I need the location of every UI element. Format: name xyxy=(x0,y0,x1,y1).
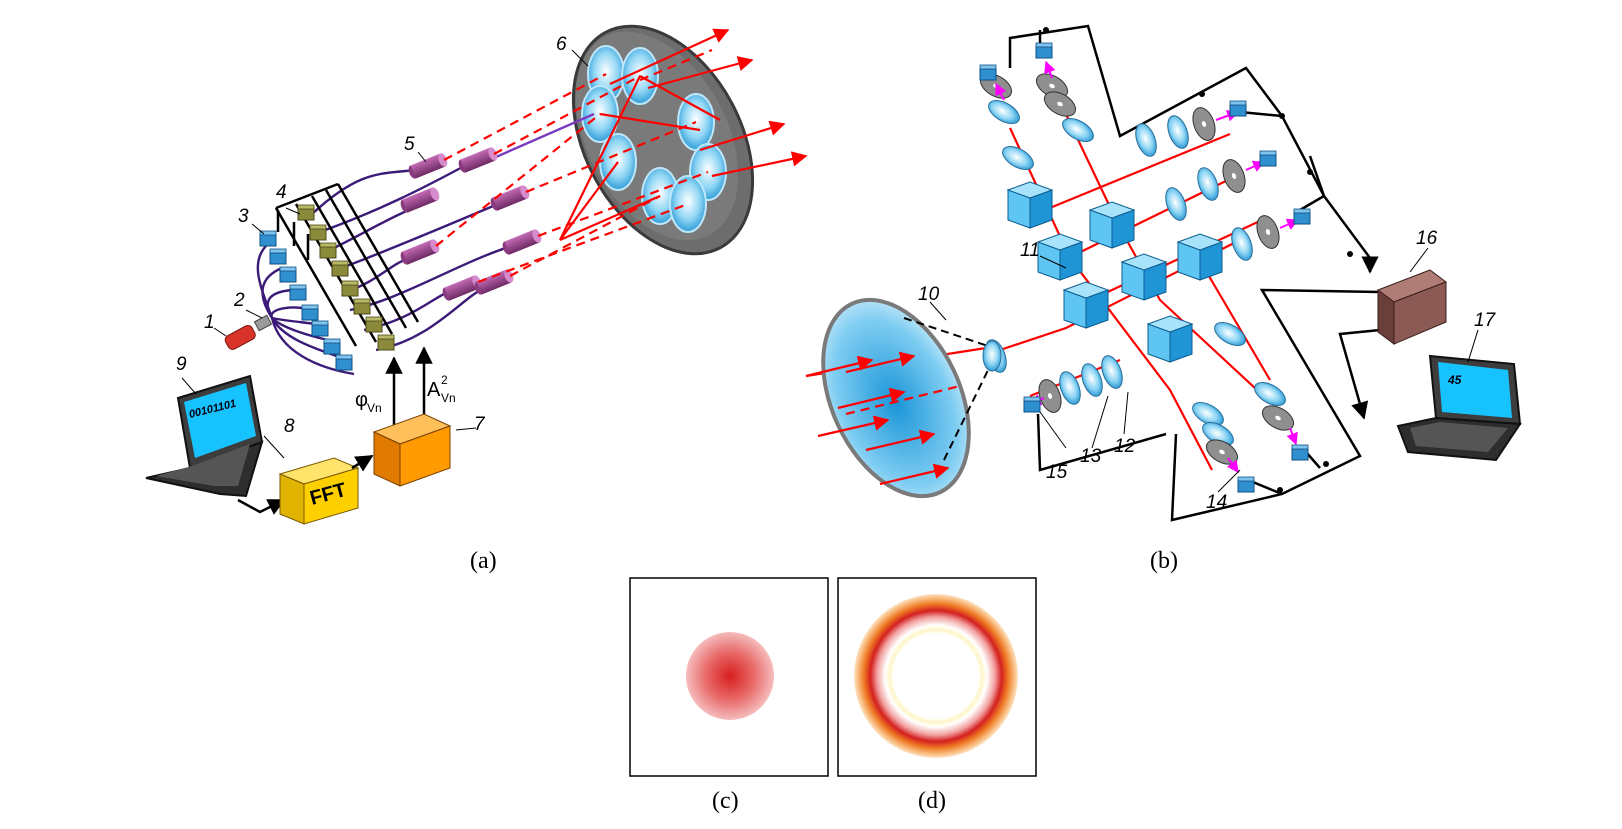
annular-beam xyxy=(854,594,1018,758)
caption-b: (b) xyxy=(1150,548,1178,574)
output-beams-a xyxy=(609,28,808,178)
laptop-17: 45 xyxy=(1396,354,1522,462)
label-14: 14 xyxy=(1206,492,1227,513)
label-3: 3 xyxy=(238,206,249,227)
beam-splitter-cubes-11 xyxy=(1007,181,1223,363)
label-7: 7 xyxy=(474,414,486,435)
amp-symbol: A xyxy=(427,379,441,401)
link-8-7 xyxy=(351,454,374,472)
receiving-lens-10 xyxy=(805,297,1002,499)
laser-source-1 xyxy=(224,314,273,350)
modulator-array xyxy=(259,182,420,371)
laptop-b-screen-text: 45 xyxy=(1447,373,1462,387)
collimators-5 xyxy=(398,146,544,302)
label-16: 16 xyxy=(1416,228,1438,249)
amplifier-block-7 xyxy=(372,413,452,487)
aperture-disc-6 xyxy=(571,24,755,256)
label-5: 5 xyxy=(404,134,415,155)
panel-c xyxy=(629,577,829,777)
caption-c: (c) xyxy=(712,788,739,814)
label-8: 8 xyxy=(284,416,295,437)
fft-block-8: FFT xyxy=(278,457,360,525)
label-2: 2 xyxy=(233,290,245,311)
label-1: 1 xyxy=(204,312,215,333)
amp-subscript: Vn xyxy=(441,391,456,405)
callouts-b: 10 11 12 13 14 15 16 17 xyxy=(918,228,1497,513)
link-9-8 xyxy=(237,498,286,515)
amp-superscript: 2 xyxy=(441,373,448,387)
phase-symbol: φ xyxy=(355,389,368,411)
label-10: 10 xyxy=(918,284,940,305)
phase-subscript: Vn xyxy=(367,401,382,415)
label-12: 12 xyxy=(1114,436,1136,457)
panel-a: 00101101 FFT φ Vn A 2 Vn xyxy=(145,24,808,525)
processor-16 xyxy=(1376,269,1448,345)
gaussian-spot xyxy=(686,632,774,720)
label-4: 4 xyxy=(276,182,287,203)
phase-modulators-3 xyxy=(259,230,353,371)
label-9: 9 xyxy=(176,354,187,375)
panel-b: 45 10 11 12 13 14 15 16 17 xyxy=(805,24,1522,522)
label-6: 6 xyxy=(556,34,567,55)
caption-a: (a) xyxy=(470,548,497,574)
callouts-a: 1 2 3 4 5 6 7 8 9 xyxy=(176,34,589,459)
laptop-9: 00101101 xyxy=(145,374,264,498)
caption-d: (d) xyxy=(918,788,946,814)
wiring-b xyxy=(1008,24,1381,522)
label-15: 15 xyxy=(1046,462,1068,483)
label-13: 13 xyxy=(1080,446,1102,467)
label-11: 11 xyxy=(1020,240,1040,261)
panel-d xyxy=(837,577,1037,777)
label-17: 17 xyxy=(1474,310,1497,331)
beams-a xyxy=(435,73,721,284)
